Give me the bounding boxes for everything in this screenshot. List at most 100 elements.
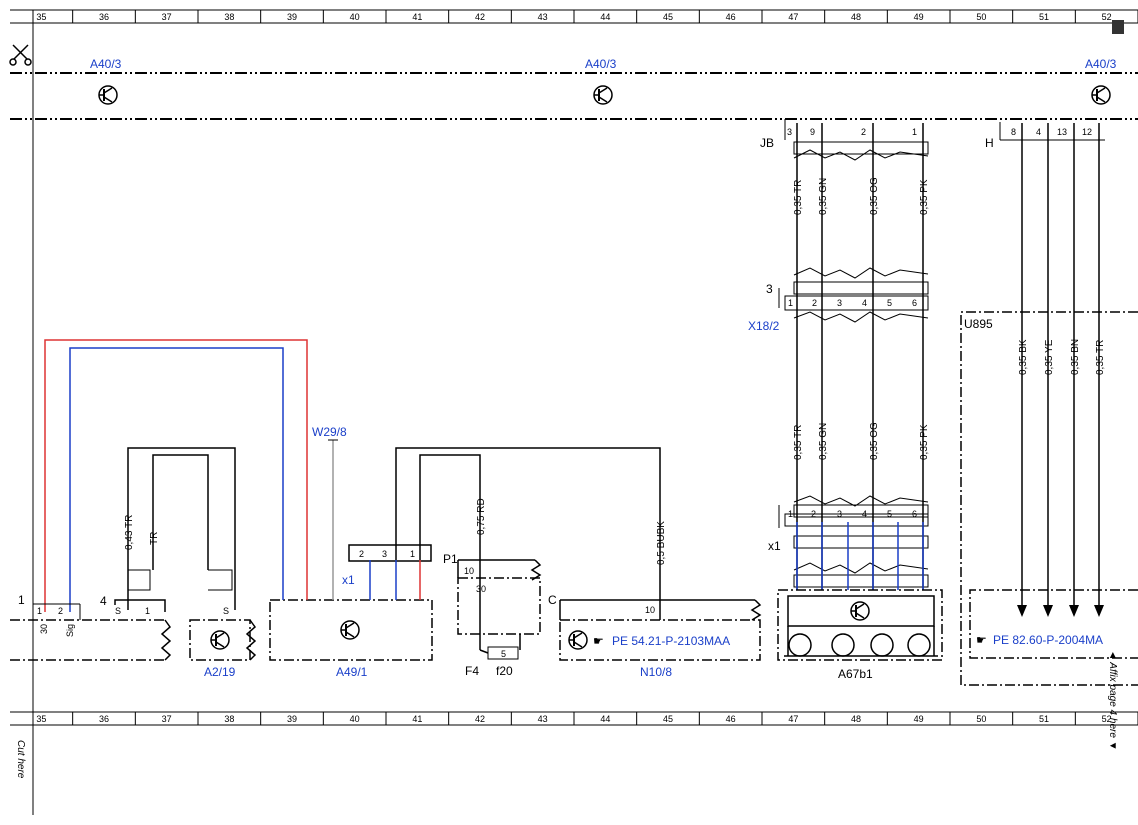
grid-number: 51: [1039, 12, 1049, 22]
grid-number: 47: [788, 12, 798, 22]
svg-text:0,35 TR: 0,35 TR: [793, 180, 804, 215]
grid-number: 43: [538, 12, 548, 22]
bubk-wire: [395, 447, 661, 620]
a40-3-label-left: A40/3: [90, 57, 122, 71]
wire-labels-top: 0,35 TR 0,35 GN 0,35 OG 0,35 PK: [793, 177, 930, 215]
grid-number: 46: [726, 714, 736, 724]
pin-label: Sig: [65, 624, 75, 637]
connector-number: 4: [100, 594, 107, 608]
a40-3-band: [10, 72, 1138, 120]
grid-number: 49: [914, 714, 924, 724]
pin-label: 5: [887, 509, 892, 519]
a67b1-label: A67b1: [838, 667, 873, 681]
transistor-icon: [593, 85, 613, 105]
grid-number: 48: [851, 714, 861, 724]
grid-number: 38: [224, 714, 234, 724]
x1-blue-wires: [369, 560, 397, 600]
grid-number: 44: [600, 714, 610, 724]
svg-text:0,35 BK: 0,35 BK: [1018, 339, 1029, 375]
x1-right-connector: [778, 495, 929, 588]
pin-label: 10: [645, 605, 655, 615]
can-wires: [796, 123, 924, 590]
pin-label: 2: [58, 606, 63, 616]
u895-label: U895: [964, 317, 993, 331]
grid-number: 39: [287, 12, 297, 22]
a40-3-label-mid: A40/3: [585, 57, 617, 71]
hand-pointer-icon: ☛: [593, 634, 604, 648]
h-label: H: [985, 136, 994, 150]
x18-2-connector: [778, 267, 929, 323]
pin-label: 1: [788, 509, 793, 519]
pin-label: 3: [837, 509, 842, 519]
pin-label: 4: [862, 509, 867, 519]
pin-label: 3: [382, 549, 387, 559]
pin-label: 10: [464, 566, 474, 576]
pin-label: S: [115, 606, 121, 616]
grid-number: 36: [99, 12, 109, 22]
svg-text:0,35 GN: 0,35 GN: [818, 178, 829, 215]
wire-labels-u895: 0,35 BK 0,35 YE 0,35 BN 0,35 TR: [1018, 339, 1106, 375]
grid-number: 50: [976, 12, 986, 22]
transistor-icon: [98, 85, 118, 105]
pin-label: 2: [812, 298, 817, 308]
grid-number: 49: [914, 12, 924, 22]
wire-labels-lower: 0,35 TR 0,35 GN 0,35 OG 0,35 PK: [793, 422, 930, 460]
svg-text:0,35 GN: 0,35 GN: [818, 423, 829, 460]
affix-page-text: ◄ Affix page 4 here ▼: [1107, 650, 1118, 751]
connector-number: 3: [766, 282, 773, 296]
svg-text:0,35 TR: 0,35 TR: [793, 425, 804, 460]
x18-2-label: X18/2: [748, 319, 780, 333]
pin-label: 1: [145, 606, 150, 616]
a2-19-module: [114, 447, 257, 661]
pin-label: 2: [359, 549, 364, 559]
pin-label: 4: [1036, 127, 1041, 137]
pin-label: 1: [912, 127, 917, 137]
a2-19-label: A2/19: [204, 665, 236, 679]
u895-ref-link[interactable]: PE 82.60-P-2004MA: [993, 633, 1103, 647]
wire-label: 0,5 BUBK: [656, 521, 667, 565]
grid-number: 44: [600, 12, 610, 22]
n10-8-label: N10/8: [640, 665, 672, 679]
connector-number: 1: [18, 593, 25, 607]
grid-number: 42: [475, 12, 485, 22]
pin-label: 30: [39, 624, 49, 634]
grid-number: 45: [663, 714, 673, 724]
grid-number: 39: [287, 714, 297, 724]
grid-number: 52: [1102, 714, 1112, 724]
f20-label: f20: [496, 664, 513, 678]
u895-wires: [1021, 123, 1100, 605]
a40-3-label-right: A40/3: [1085, 57, 1117, 71]
pin-label: 4: [862, 298, 867, 308]
f4-fuse-box: [457, 559, 542, 660]
n10-8-ref-link[interactable]: PE 54.21-P-2103MAA: [612, 634, 730, 648]
grid-number: 42: [475, 714, 485, 724]
grid-number: 35: [36, 12, 46, 22]
x1-left-label: x1: [342, 573, 355, 587]
connector-c-label: C: [548, 593, 557, 607]
grid-number: 47: [788, 714, 798, 724]
grid-number: 41: [412, 12, 422, 22]
transistor-icon: [568, 630, 588, 650]
pin-label: 6: [912, 298, 917, 308]
grid-number: 37: [162, 714, 172, 724]
grid-number: 35: [36, 714, 46, 724]
pin-label: 3: [787, 127, 792, 137]
jb-label: JB: [760, 136, 774, 150]
svg-text:0,35 TR: 0,35 TR: [1095, 340, 1106, 375]
wire-label: TR: [149, 532, 160, 545]
red-wire: [44, 339, 308, 612]
pin-label: 5: [501, 649, 506, 659]
u895-box: [960, 311, 1138, 686]
x1-right-label: x1: [768, 539, 781, 553]
pin-label: 2: [861, 127, 866, 137]
h-connector: [999, 122, 1105, 141]
grid-number: 43: [538, 714, 548, 724]
pin-label: 13: [1057, 127, 1067, 137]
a67b1-module: [777, 589, 943, 661]
pin-label: 5: [887, 298, 892, 308]
pin-label: 12: [1082, 127, 1092, 137]
grid-number: 41: [412, 714, 422, 724]
transistor-icon: [1091, 85, 1111, 105]
